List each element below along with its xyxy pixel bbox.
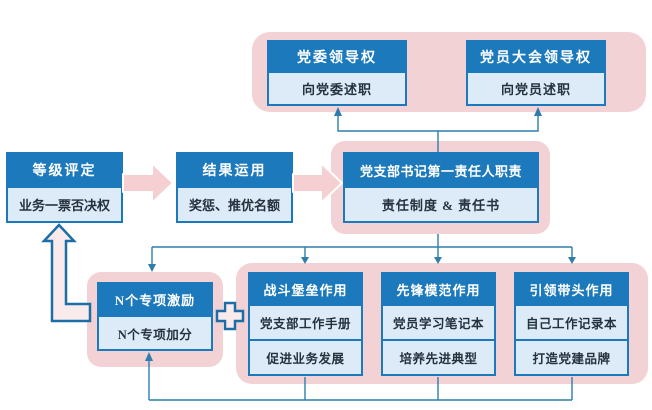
vanguard-role-title: 先锋模范作用 — [383, 274, 494, 304]
result-application-sub: 奖惩、推优名额 — [178, 186, 291, 221]
vanguard-role-row-2: 培养先进典型 — [383, 339, 494, 374]
member-assembly-title: 党员大会领导权 — [468, 42, 604, 71]
member-assembly-leadership-box: 党员大会领导权 向党员述职 — [466, 40, 606, 106]
connector-duty-to-bottom — [151, 234, 573, 265]
fortress-role-title: 战斗堡垒作用 — [250, 274, 361, 304]
grade-rating-title: 等级评定 — [8, 154, 121, 186]
grade-rating-sub: 业务一票否决权 — [8, 186, 121, 221]
secretary-duty-sub: 责任制度 & 责任书 — [345, 186, 537, 221]
vanguard-role-row-1: 党员学习笔记本 — [383, 304, 494, 339]
leading-role-row-2: 打造党建品牌 — [516, 339, 627, 374]
result-application-box: 结果运用 奖惩、推优名额 — [176, 152, 293, 223]
committee-leadership-title: 党委领导权 — [269, 42, 405, 71]
fortress-role-row-2: 促进业务发展 — [250, 339, 361, 374]
leading-role-row-1: 自己工作记录本 — [516, 304, 627, 339]
flow-block-arrow-1 — [122, 162, 174, 204]
fortress-role-box: 战斗堡垒作用 党支部工作手册 促进业务发展 — [248, 272, 363, 376]
special-incentive-box: N个专项激励 N个专项加分 — [97, 282, 213, 351]
grade-rating-box: 等级评定 业务一票否决权 — [6, 152, 123, 223]
committee-report-label: 向党委述职 — [269, 71, 405, 104]
committee-leadership-box: 党委领导权 向党委述职 — [267, 40, 407, 106]
leading-role-title: 引领带头作用 — [516, 274, 627, 304]
arrowhead-down-incentive — [148, 264, 156, 272]
secretary-duty-box: 党支部书记第一责任人职责 责任制度 & 责任书 — [343, 152, 539, 223]
secretary-duty-title: 党支部书记第一责任人职责 — [345, 154, 537, 186]
feedback-elbow-arrow — [41, 223, 92, 323]
result-application-title: 结果运用 — [178, 154, 291, 186]
member-report-label: 向党员述职 — [468, 71, 604, 104]
special-incentive-sub: N个专项加分 — [99, 315, 211, 349]
vanguard-role-box: 先锋模范作用 党员学习笔记本 培养先进典型 — [381, 272, 496, 376]
fortress-role-row-1: 党支部工作手册 — [250, 304, 361, 339]
special-incentive-title: N个专项激励 — [99, 284, 211, 315]
leading-role-box: 引领带头作用 自己工作记录本 打造党建品牌 — [514, 272, 629, 376]
